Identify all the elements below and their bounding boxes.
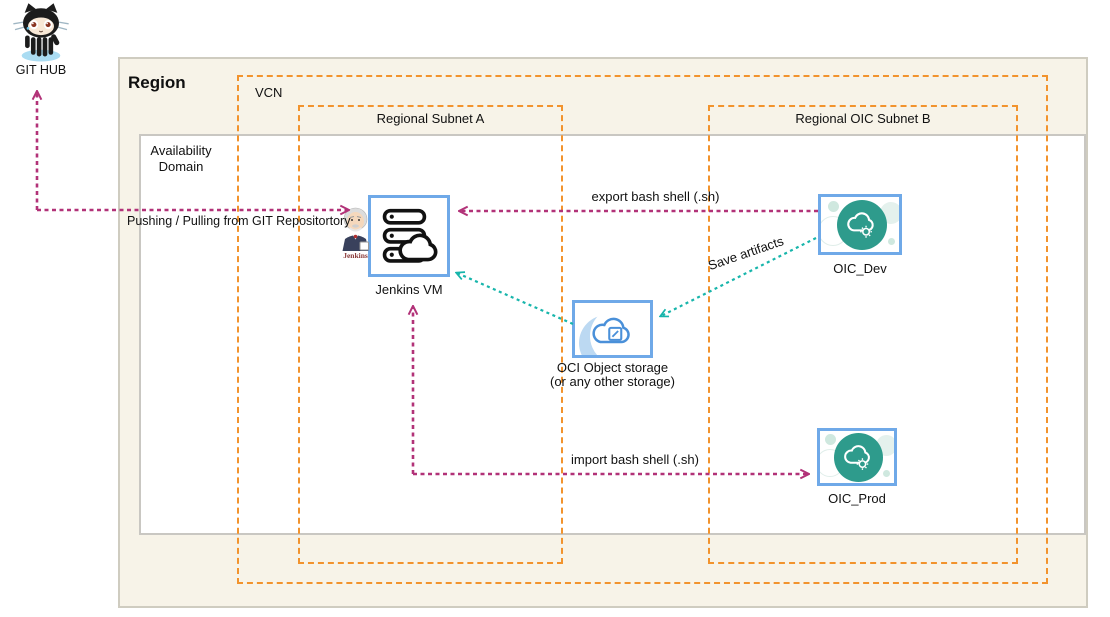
edge-label-import: import bash shell (.sh)	[571, 452, 699, 467]
subnet-b-box	[708, 105, 1018, 564]
subnet-b-label: Regional OIC Subnet B	[795, 111, 931, 126]
subnet-a-box	[298, 105, 563, 564]
object-storage-node	[572, 300, 653, 358]
oic-dev-label: OIC_Dev	[833, 261, 887, 276]
deco-circle	[888, 238, 895, 245]
jenkins-vm-label: Jenkins VM	[375, 282, 443, 297]
github-octocat-icon	[13, 3, 69, 62]
oic-cloud-gear-icon	[844, 445, 870, 470]
availability-domain-label-line2: Domain	[158, 159, 204, 174]
deco-circle	[825, 434, 836, 445]
oic-prod-node	[817, 428, 897, 486]
oic-dev-node	[818, 194, 902, 255]
jenkins-vm-node	[368, 195, 450, 277]
oic-prod-label: OIC_Prod	[828, 491, 886, 506]
region-label: Region	[128, 73, 186, 92]
jenkins-mascot-label: Jenkins	[343, 251, 368, 260]
edge-label-export: export bash shell (.sh)	[591, 189, 720, 204]
server-cloud-icon	[382, 208, 438, 263]
edge-label-pushing-pulling: Pushing / Pulling from GIT Repositortory	[127, 214, 351, 228]
availability-domain-label-line1: Availability	[150, 143, 212, 158]
vcn-label: VCN	[255, 85, 283, 100]
vcn-box	[237, 75, 1048, 584]
availability-domain-label: Availability Domain	[143, 143, 219, 175]
deco-circle	[828, 201, 839, 212]
object-storage-label-line2: (or any other storage)	[549, 374, 675, 389]
oic-circle	[834, 433, 883, 482]
storage-cloud-icon	[592, 317, 630, 344]
object-storage-label: OCI Object storage (or any other storage…	[537, 361, 688, 389]
subnet-a-label: Regional Subnet A	[376, 111, 485, 126]
object-storage-label-line1: OCI Object storage	[556, 360, 669, 375]
jenkins-mascot-icon	[342, 207, 369, 251]
github-label: GIT HUB	[15, 63, 67, 77]
oic-cloud-gear-icon	[847, 212, 874, 238]
oic-circle	[837, 200, 887, 250]
deco-circle	[883, 470, 890, 477]
